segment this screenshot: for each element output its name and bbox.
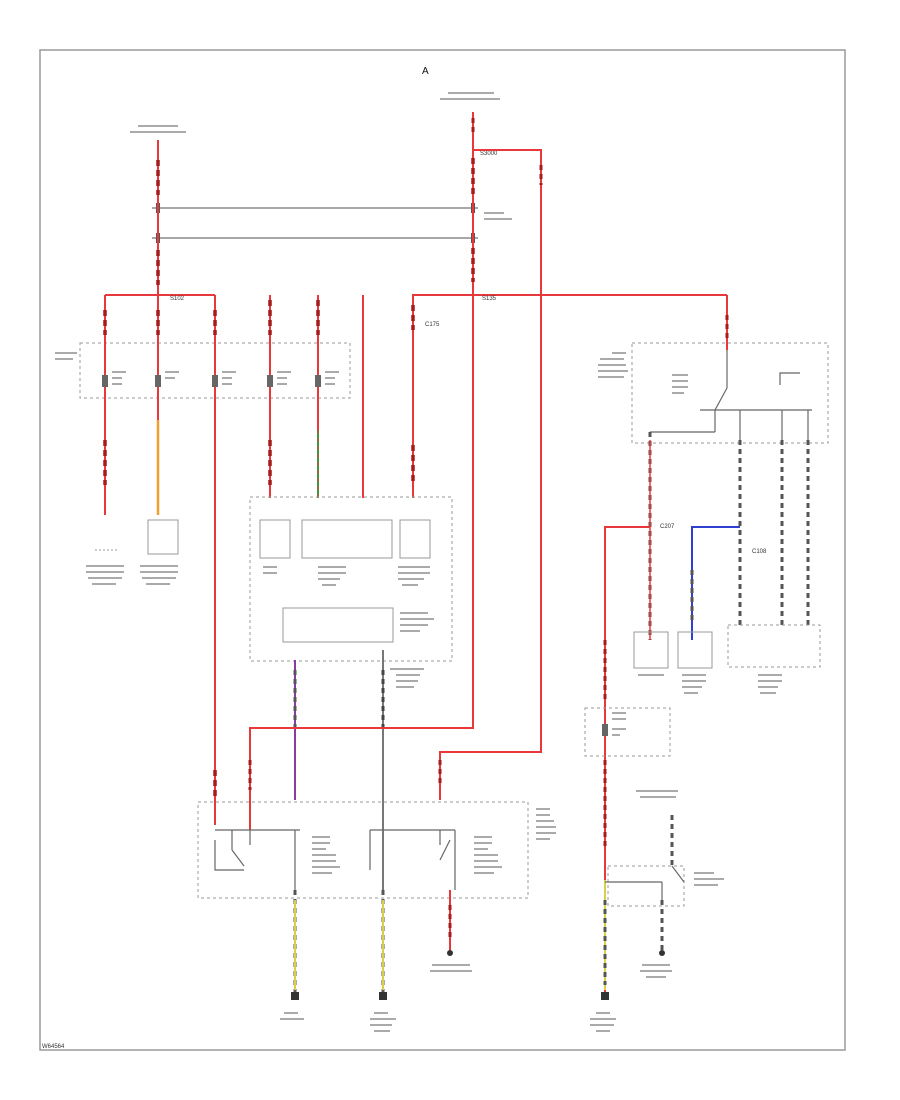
- svg-text:S3000: S3000: [480, 151, 498, 157]
- right-relay-symbol: [650, 350, 812, 440]
- ground-dots: [291, 950, 453, 1000]
- fuse-branches: [104, 294, 430, 825]
- splice-s1: S102: [170, 296, 185, 302]
- center-sub-box-3: [399, 519, 431, 559]
- fuse-box-label: [55, 352, 77, 360]
- component-left-2: [140, 519, 179, 585]
- fuse-symbols: [102, 375, 321, 387]
- switch-labels: [590, 790, 724, 1032]
- component-left-1: [86, 549, 124, 585]
- right-component-labels: [638, 674, 782, 694]
- switch-symbol: [605, 865, 685, 900]
- fuse-box-right: [584, 707, 671, 757]
- right-relay-box: [631, 342, 829, 444]
- connector-c2: C207: [660, 524, 675, 530]
- splice-s4: S3000: [480, 151, 498, 157]
- relay-box: [197, 801, 529, 899]
- center-module-box: [249, 496, 453, 662]
- component-starter: [633, 631, 669, 669]
- splice-s3: S135: [482, 296, 497, 302]
- page-marker: A: [422, 66, 429, 77]
- relay-right: [369, 829, 456, 890]
- center-control-box: [282, 607, 394, 643]
- diagram-frame: [39, 49, 846, 1051]
- right-relay-labels: [598, 352, 688, 394]
- fuse-dashes: [103, 300, 415, 800]
- ground-label-center: [390, 668, 424, 688]
- relay-labels: [312, 808, 556, 874]
- fuse-box-right-labels: [612, 712, 626, 736]
- wire-s4-to-right: [439, 149, 542, 800]
- center-labels: [263, 566, 434, 632]
- relay-left: [214, 829, 300, 890]
- center-sub-box-1: [259, 519, 291, 559]
- switch-box: [607, 865, 685, 907]
- top-connector-pins: [156, 203, 475, 243]
- component-relay-b: [677, 631, 713, 669]
- fuse-labels: [112, 371, 339, 385]
- footer-code: W64564: [42, 1044, 65, 1050]
- top-connector-label: [484, 212, 512, 220]
- source-label-left: [130, 125, 186, 133]
- wire-c2-down: [604, 526, 650, 995]
- connector-c1: C175: [425, 322, 440, 328]
- blue-wire: [691, 526, 740, 640]
- wire-feed-to-relay: [249, 296, 474, 830]
- connector-c3: C108: [752, 549, 767, 555]
- top-connector-bars: [152, 207, 478, 239]
- component-module-c: [727, 624, 821, 668]
- source-label-right: [440, 92, 500, 100]
- bottom-labels-left: [280, 964, 472, 1032]
- wire-relay-out-group: [738, 440, 810, 625]
- center-sub-box-2: [301, 519, 393, 559]
